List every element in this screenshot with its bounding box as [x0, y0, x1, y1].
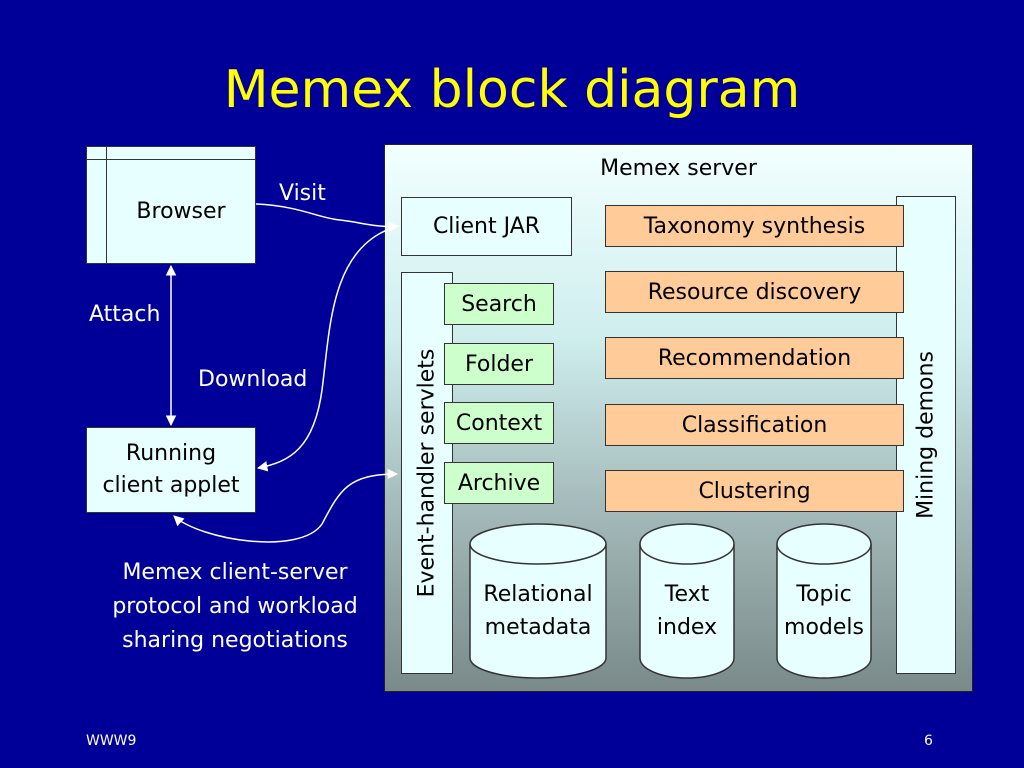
browser-top-rule	[87, 159, 255, 160]
protocol-caption: Memex client-server protocol and workloa…	[70, 556, 400, 658]
attach-label: Attach	[89, 302, 161, 327]
topic-models-line2: models	[784, 615, 864, 640]
relational-metadata-label: Relational metadata	[470, 578, 606, 644]
slide-number: 6	[924, 733, 933, 749]
task-resource-discovery: Resource discovery	[605, 271, 904, 313]
visit-arrow	[255, 203, 400, 233]
servlet-search: Search	[444, 283, 554, 325]
browser-label: Browser	[136, 199, 226, 224]
footer-left: WWW9	[86, 733, 137, 749]
task-classification: Classification	[605, 404, 904, 446]
slide-title: Memex block diagram	[223, 60, 801, 120]
mining-demons-bar: Mining demons	[896, 196, 956, 674]
cylinder-relational-metadata	[469, 523, 607, 679]
text-index-line1: Text	[664, 582, 710, 607]
relational-line1: Relational	[483, 582, 593, 607]
topic-models-line1: Topic	[796, 582, 852, 607]
protocol-arrow	[173, 468, 399, 543]
browser-left-rule	[106, 147, 107, 263]
cylinder-text-index	[639, 523, 735, 679]
text-index-label: Text index	[640, 578, 734, 644]
client-jar-box: Client JAR	[401, 197, 572, 256]
protocol-caption-line2: protocol and workload	[112, 594, 358, 619]
memex-server-title: Memex server	[600, 156, 757, 181]
running-applet-line1: Running	[125, 441, 217, 466]
visit-label: Visit	[279, 181, 326, 206]
task-clustering: Clustering	[605, 470, 904, 512]
topic-models-label: Topic models	[777, 578, 871, 644]
download-label: Download	[198, 367, 308, 392]
browser-box: Browser	[86, 146, 256, 264]
cylinder-topic-models	[776, 523, 872, 679]
protocol-caption-line1: Memex client-server	[122, 560, 348, 585]
task-taxonomy-synthesis: Taxonomy synthesis	[605, 205, 904, 247]
relational-line2: metadata	[484, 615, 592, 640]
text-index-line2: index	[656, 615, 718, 640]
download-arrow	[256, 227, 393, 472]
servlet-context: Context	[444, 402, 554, 444]
servlet-folder: Folder	[444, 343, 554, 385]
servlet-archive: Archive	[444, 462, 554, 504]
protocol-caption-line3: sharing negotiations	[122, 628, 348, 653]
task-recommendation: Recommendation	[605, 337, 904, 379]
